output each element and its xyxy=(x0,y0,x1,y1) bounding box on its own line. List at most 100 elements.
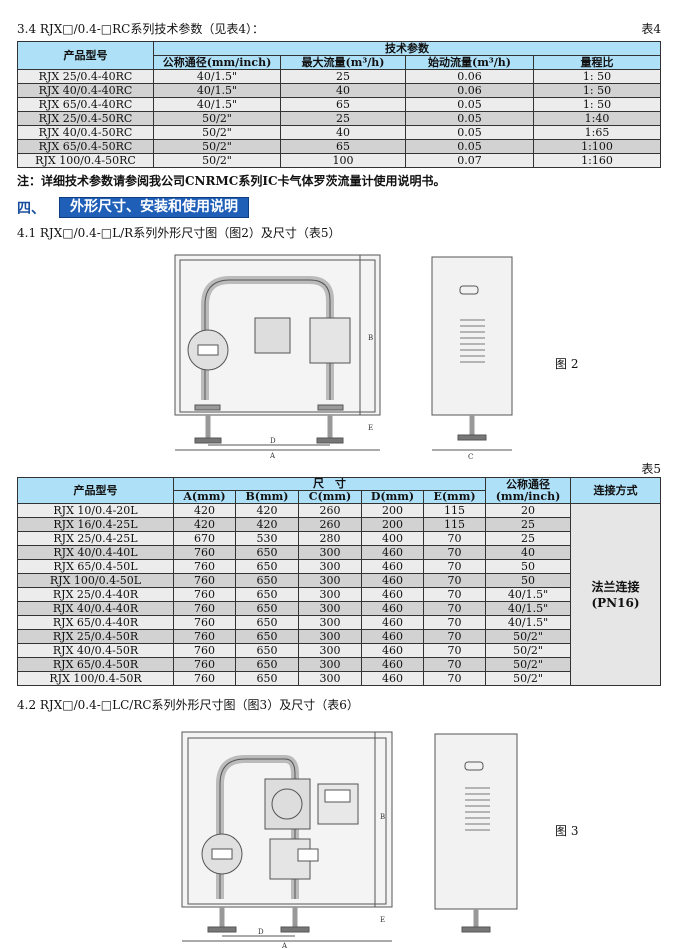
table-cell: 300 xyxy=(298,657,362,672)
table-cell: 50 xyxy=(485,573,572,588)
table-5-label: 表5 xyxy=(641,462,661,476)
table-cell: 25 xyxy=(280,69,406,84)
dim-c: C xyxy=(468,453,473,461)
table-cell: 115 xyxy=(422,503,487,518)
table-cell: 40/1.5" xyxy=(485,615,572,630)
table-cell: 40 xyxy=(280,83,406,98)
table-cell: 0.05 xyxy=(405,111,534,126)
table-cell: 460 xyxy=(361,629,424,644)
cabinet-side xyxy=(434,733,518,910)
table-cell: RJX 40/0.4-40R xyxy=(17,601,174,616)
table-cell: 1:160 xyxy=(533,153,661,168)
table-cell: 40/1.5" xyxy=(153,83,281,98)
col-header: C(mm) xyxy=(298,490,362,504)
col-header: 公称通径(mm/inch) xyxy=(153,55,281,70)
table-cell: 40/1.5" xyxy=(153,69,281,84)
table-cell: 760 xyxy=(173,545,236,560)
table-cell: RJX 25/0.4-40R xyxy=(17,587,174,602)
table-cell: 40/1.5" xyxy=(485,587,572,602)
dim-e: E xyxy=(380,916,385,924)
table-cell: 760 xyxy=(173,671,236,686)
table-cell: 650 xyxy=(235,615,299,630)
table-cell: RJX 40/0.4-50RC xyxy=(17,125,154,140)
cabinet-side xyxy=(431,256,513,416)
table-cell: 1: 50 xyxy=(533,97,661,112)
col-header: 始动流量(m³/h) xyxy=(405,55,534,70)
table-cell: 100 xyxy=(280,153,406,168)
section-4-heading: 四、 外形尺寸、安装和使用说明 xyxy=(17,197,661,218)
table-cell: 200 xyxy=(361,517,424,532)
table-cell: 650 xyxy=(235,601,299,616)
table-cell: RJX 65/0.4-50L xyxy=(17,559,174,574)
section-4-1-title: 4.1 RJX□/0.4-□L/R系列外形尺寸图（图2）及尺寸（表5） xyxy=(17,226,341,240)
table-cell: RJX 65/0.4-50R xyxy=(17,657,174,672)
figure-3-drawing: D A B E xyxy=(181,731,518,949)
dim-b: B xyxy=(368,334,373,342)
section-4-title: 外形尺寸、安装和使用说明 xyxy=(59,197,249,218)
table-cell: 460 xyxy=(361,587,424,602)
table-cell: 760 xyxy=(173,643,236,658)
table-cell: 460 xyxy=(361,559,424,574)
table-cell: 420 xyxy=(235,503,299,518)
table-cell: 1: 50 xyxy=(533,83,661,98)
col-header: E(mm) xyxy=(422,490,487,504)
table-cell: 50/2" xyxy=(153,153,281,168)
table-4-label: 表4 xyxy=(641,22,661,36)
col-header: 最大流量(m³/h) xyxy=(280,55,406,70)
table-cell: RJX 100/0.4-50RC xyxy=(17,153,154,168)
table-cell: 400 xyxy=(361,531,424,546)
table-cell: 70 xyxy=(422,573,487,588)
table-cell: 50/2" xyxy=(485,671,572,686)
table-cell: 760 xyxy=(173,559,236,574)
table-cell: 650 xyxy=(235,587,299,602)
table-cell: 25 xyxy=(280,111,406,126)
table-cell: 40 xyxy=(280,125,406,140)
col-header-nominal: 公称通径 (mm/inch) xyxy=(485,477,572,504)
section-3-4-title: 3.4 RJX□/0.4-□RC系列技术参数（见表4）： xyxy=(17,22,264,36)
table-5-dimensions: 产品型号尺 寸公称通径 (mm/inch)连接方式 A(mm)B(mm)C(mm… xyxy=(17,477,661,686)
col-header: 量程比 xyxy=(533,55,661,70)
table-cell: 0.06 xyxy=(405,69,534,84)
table-cell: 0.06 xyxy=(405,83,534,98)
table-cell: 200 xyxy=(361,503,424,518)
table-cell: 1:40 xyxy=(533,111,661,126)
table-cell: 40/1.5" xyxy=(153,97,281,112)
table-cell: 1: 50 xyxy=(533,69,661,84)
table-cell: RJX 25/0.4-25L xyxy=(17,531,174,546)
table-cell: 0.05 xyxy=(405,97,534,112)
table-cell: 650 xyxy=(235,545,299,560)
table-4-tech-params: 产品型号技术参数 公称通径(mm/inch)最大流量(m³/h)始动流量(m³/… xyxy=(17,41,661,168)
table-cell: 300 xyxy=(298,573,362,588)
table-cell: 650 xyxy=(235,629,299,644)
table-cell: RJX 25/0.4-50R xyxy=(17,629,174,644)
table-cell: 420 xyxy=(235,517,299,532)
dim-e: E xyxy=(368,424,373,432)
table-cell: 70 xyxy=(422,671,487,686)
table-cell: 300 xyxy=(298,643,362,658)
table-cell: RJX 65/0.4-40R xyxy=(17,615,174,630)
table-cell: 70 xyxy=(422,657,487,672)
table-cell: 70 xyxy=(422,601,487,616)
table-cell: 70 xyxy=(422,545,487,560)
table-cell: 300 xyxy=(298,671,362,686)
col-header: A(mm) xyxy=(173,490,236,504)
section-4-2-title: 4.2 RJX□/0.4-□LC/RC系列外形尺寸图（图3）及尺寸（表6） xyxy=(17,698,359,712)
figure-2-label: 图 2 xyxy=(555,357,579,371)
table-cell: 760 xyxy=(173,615,236,630)
table-cell: RJX 65/0.4-40RC xyxy=(17,97,154,112)
table-cell: 460 xyxy=(361,671,424,686)
table-cell: RJX 40/0.4-40L xyxy=(17,545,174,560)
table-cell: 760 xyxy=(173,629,236,644)
